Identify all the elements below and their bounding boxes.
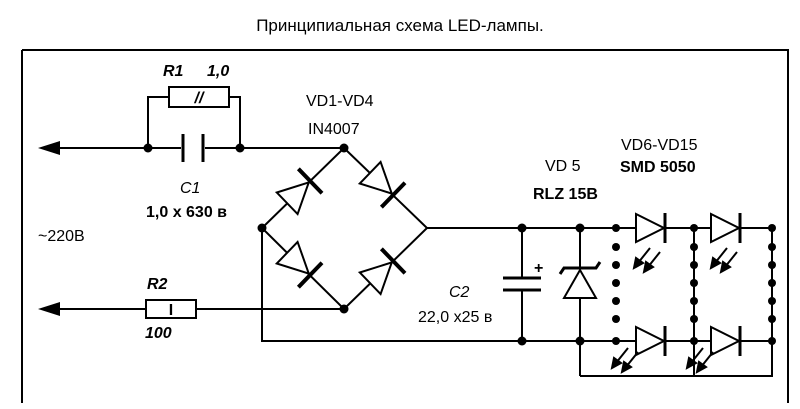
- leds-name: VD6-VD15: [621, 137, 698, 154]
- diagram-frame: [21, 49, 789, 403]
- r2-mark: I: [169, 302, 173, 319]
- c2-value: 22,0 х25 в: [418, 309, 492, 326]
- diode-vd3: [274, 240, 324, 289]
- r1-resistor: [168, 86, 230, 108]
- zener-part: RLZ 15В: [533, 186, 598, 203]
- c2-polarity: +: [534, 260, 543, 277]
- c1-name: C1: [180, 180, 200, 197]
- led-diode: [710, 325, 742, 357]
- light-arrows-icon: [610, 247, 738, 374]
- arrow-left-icon: [38, 302, 60, 316]
- page-title: Принципиальная схема LED-лампы.: [256, 16, 544, 35]
- c1-value: 1,0 х 630 в: [146, 204, 227, 221]
- r1-branch-wire: [147, 96, 241, 148]
- r1-value: 1,0: [207, 63, 229, 80]
- junction-dot: [235, 143, 245, 153]
- zener-name: VD 5: [545, 158, 581, 175]
- leds-part: SMD 5050: [620, 159, 696, 176]
- bridge-minus-wire: [261, 228, 580, 342]
- r2-name: R2: [147, 276, 168, 293]
- bridge-part: IN4007: [308, 121, 360, 138]
- junction-dot: [257, 223, 267, 233]
- diode-vd2: [357, 160, 407, 209]
- diode-vd4: [357, 247, 407, 296]
- r1-mark: //: [194, 90, 205, 107]
- c2-name: C2: [449, 284, 470, 301]
- led-chain-dots: [612, 224, 776, 345]
- junction-dot: [143, 143, 153, 153]
- led-wire-top: [580, 227, 773, 377]
- r1-name: R1: [163, 63, 184, 80]
- led-diode: [635, 212, 667, 244]
- diode-vd1: [274, 167, 324, 216]
- r2-value: 100: [145, 325, 172, 342]
- led-diode: [635, 325, 667, 357]
- supply-label: ~220В: [38, 228, 85, 245]
- led-diode: [710, 212, 742, 244]
- bridge-wire: [260, 146, 429, 311]
- bridge-name: VD1-VD4: [306, 93, 374, 110]
- arrow-left-icon: [38, 141, 60, 155]
- zener-diode: [558, 261, 602, 299]
